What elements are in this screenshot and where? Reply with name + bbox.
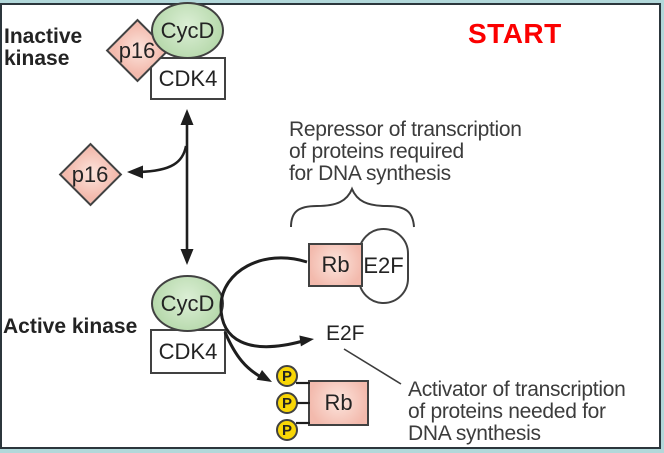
phosphate-icon: P <box>276 419 298 441</box>
phosphate-icon: P <box>276 365 298 387</box>
cycd-inactive-ellipse: CycD <box>151 2 224 59</box>
e2f-capsule: E2F <box>358 228 409 304</box>
p16-free-label: p16 <box>72 161 109 187</box>
repressor-note: Repressor of transcription of proteins r… <box>289 118 522 185</box>
activator-note: Activator of transcription of proteins n… <box>408 378 626 445</box>
rb-bound-box: Rb <box>308 243 363 287</box>
cdk4-active-box: CDK4 <box>150 329 226 374</box>
active-kinase-label: Active kinase <box>3 315 138 338</box>
e2f-capsule-label: E2F <box>363 253 404 278</box>
start-label: START <box>468 18 562 49</box>
cdk4-inactive-label: CDK4 <box>158 65 218 91</box>
rb-bound-label: Rb <box>321 252 350 277</box>
cycd-inactive-label: CycD <box>160 17 215 43</box>
rb-phosphorylated-box: Rb <box>308 380 369 426</box>
p16-bound-label: p16 <box>119 37 156 63</box>
cdk4-active-label: CDK4 <box>158 338 218 364</box>
phosphate-icon: P <box>276 392 298 414</box>
cdk4-inactive-box: CDK4 <box>150 57 226 100</box>
e2f-released-label: E2F <box>326 322 365 345</box>
inactive-kinase-label: Inactive kinase <box>4 25 83 70</box>
cycd-active-label: CycD <box>160 290 215 316</box>
rb-phospho-label: Rb <box>324 390 353 415</box>
cycd-active-ellipse: CycD <box>151 275 224 332</box>
